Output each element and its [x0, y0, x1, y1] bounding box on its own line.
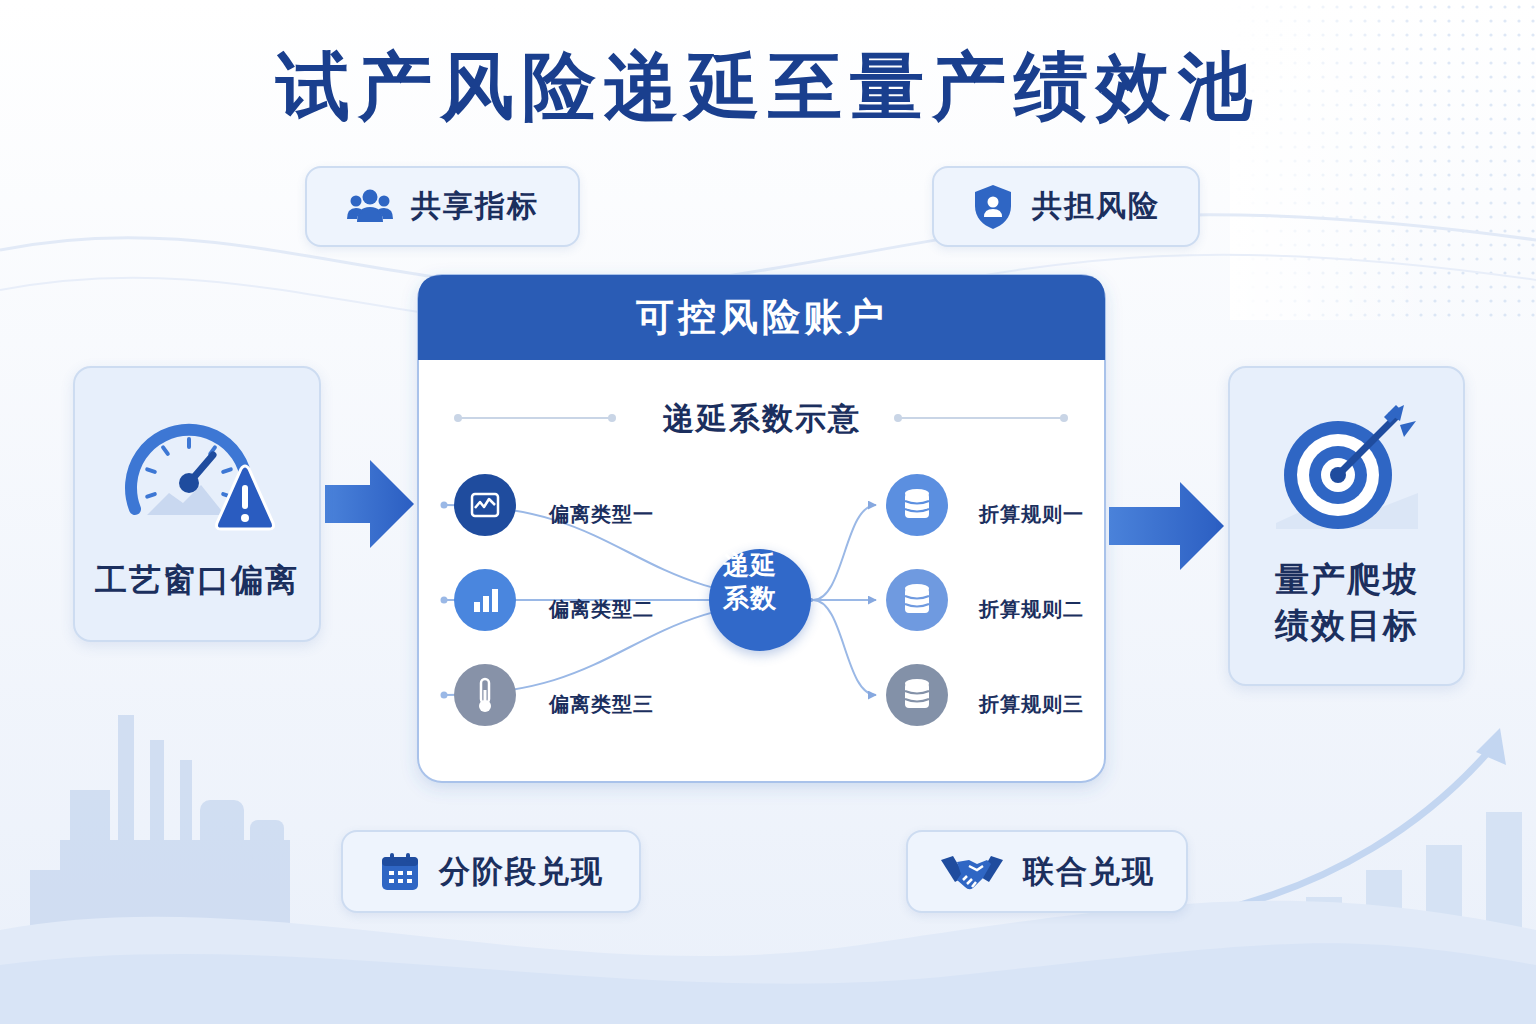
- gauge-warning-icon: [117, 405, 277, 537]
- flow-arrow: [1109, 482, 1224, 570]
- database-icon: [886, 474, 948, 536]
- connector-line: [813, 600, 876, 695]
- target-icon: [1272, 403, 1422, 535]
- icon-holder: [886, 569, 948, 631]
- node-label: 工艺窗口偏离: [95, 559, 299, 602]
- icon-holder: [117, 405, 277, 537]
- node-label: 递延 系数: [709, 549, 791, 634]
- node-label: 偏离类型三: [452, 662, 751, 747]
- database-icon: [886, 569, 948, 631]
- users-icon: [347, 187, 393, 227]
- deviation-item: 偏离类型二: [452, 567, 751, 633]
- target-box: 量产爬坡 绩效目标: [1228, 366, 1465, 686]
- connector: [813, 600, 876, 601]
- icon-holder: [886, 664, 948, 726]
- node-label: 可控风险账户: [418, 275, 1105, 360]
- connector: [813, 505, 876, 600]
- icon-holder: [886, 474, 948, 536]
- line-chart-icon: [454, 474, 516, 536]
- tag-pill: 联合兑现: [906, 830, 1188, 913]
- node-label: 分阶段兑现: [439, 851, 604, 893]
- growth-arrow-head: [1476, 728, 1506, 765]
- node-label: 折算规则二: [884, 567, 1178, 652]
- deviation-item: 偏离类型一: [452, 472, 751, 538]
- rule-item: 折算规则二: [884, 567, 1178, 633]
- growth-arrow: [1240, 750, 1490, 905]
- wave: [0, 901, 1536, 1024]
- connector-dot: [441, 692, 448, 699]
- icon-holder: [1272, 403, 1422, 535]
- dot-texture: [1230, 0, 1536, 320]
- deviation-item: 偏离类型三: [452, 662, 751, 728]
- connector-dot: [441, 502, 448, 509]
- coefficient-circle: 递延 系数: [709, 549, 811, 651]
- node-label: 折算规则一: [884, 472, 1178, 557]
- tag-pill: 分阶段兑现: [341, 830, 641, 913]
- node-subtitle: 递延系数示意: [418, 397, 1105, 439]
- node-label: 偏离类型二: [452, 567, 751, 652]
- node-label: 共享指标: [411, 186, 539, 227]
- node-label: 量产爬坡 绩效目标: [1250, 557, 1443, 649]
- node-label: 折算规则三: [884, 662, 1178, 747]
- icon-holder: [379, 851, 421, 893]
- node-label: 偏离类型一: [452, 472, 751, 557]
- account-panel: 可控风险账户递延系数示意偏离类型一偏离类型二偏离类型三递延 系数折算规则一折算规…: [418, 275, 1105, 782]
- icon-holder: [454, 569, 516, 631]
- icon-holder: [454, 664, 516, 726]
- block-arrow: [325, 460, 414, 548]
- connector: [813, 600, 876, 695]
- wave: [0, 943, 1536, 1024]
- title: 试产风险递延至量产绩效池: [0, 38, 1536, 134]
- thermometer-icon: [454, 664, 516, 726]
- database-icon: [886, 664, 948, 726]
- icon-holder: [972, 183, 1014, 231]
- shield-icon: [972, 183, 1014, 231]
- flow-arrow: [325, 460, 414, 548]
- tag-pill: 共担风险: [932, 166, 1200, 247]
- rule-item: 折算规则一: [884, 472, 1178, 538]
- handshake-icon: [939, 850, 1005, 894]
- icon-holder: [347, 187, 393, 227]
- rule-item: 折算规则三: [884, 662, 1178, 728]
- bar-chart-icon: [454, 569, 516, 631]
- connector-dot: [441, 597, 448, 604]
- node-label: 联合兑现: [1023, 851, 1155, 893]
- node-label: 共担风险: [1032, 186, 1160, 227]
- tag-pill: 共享指标: [305, 166, 580, 247]
- connector-line: [813, 599, 876, 601]
- calendar-icon: [379, 851, 421, 893]
- block-arrow: [1109, 482, 1224, 570]
- factory-silhouette: [30, 715, 290, 940]
- connector-line: [813, 505, 876, 600]
- source-box: 工艺窗口偏离: [73, 366, 321, 642]
- icon-holder: [454, 474, 516, 536]
- icon-holder: [939, 850, 1005, 894]
